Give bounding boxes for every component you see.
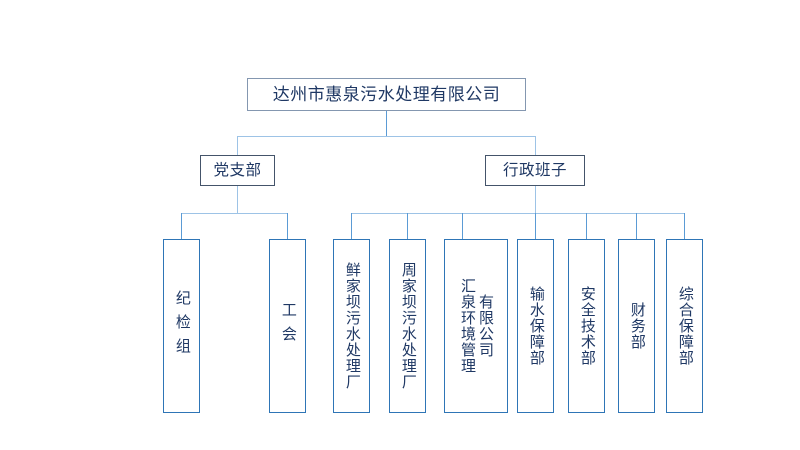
- org-node-discipline-inspection[interactable]: 纪检组: [163, 239, 200, 413]
- connector-admin-drop-3: [535, 213, 537, 239]
- connector-admin-drop-6: [684, 213, 686, 239]
- org-node-zhoujiaba-plant[interactable]: 周家坝污水处理厂: [389, 239, 426, 413]
- connector-admin-stem: [535, 186, 537, 214]
- org-node-huiquan-environment[interactable]: 汇泉环境管理 有限公司: [444, 239, 508, 413]
- org-node-safety-technology[interactable]: 安全技术部: [568, 239, 605, 413]
- connector-admin-drop-4: [586, 213, 588, 239]
- connector-level2-drop-right: [535, 136, 537, 156]
- org-node-water-transmission-label: 输水保障部: [527, 286, 545, 366]
- connector-admin-drop-5: [636, 213, 638, 239]
- connector-admin-drop-0: [351, 213, 353, 239]
- org-node-labor-union-label: 工会: [279, 302, 297, 350]
- org-node-xianjiaba-plant-label: 鲜家坝污水处理厂: [343, 262, 361, 390]
- org-node-general-support-label: 综合保障部: [676, 286, 694, 366]
- connector-party-bus: [181, 213, 288, 215]
- connector-party-drop-1: [287, 213, 289, 239]
- connector-admin-drop-2: [462, 213, 464, 239]
- connector-level2-bus: [237, 136, 536, 138]
- org-node-root[interactable]: 达州市惠泉污水处理有限公司: [247, 78, 526, 111]
- org-node-water-transmission[interactable]: 输水保障部: [517, 239, 554, 413]
- org-node-safety-technology-label: 安全技术部: [578, 286, 596, 366]
- org-node-finance-label: 财务部: [628, 302, 646, 350]
- org-node-finance[interactable]: 财务部: [618, 239, 655, 413]
- org-node-admin-team[interactable]: 行政班子: [485, 155, 585, 186]
- org-node-party-branch[interactable]: 党支部: [200, 155, 275, 186]
- connector-admin-bus: [351, 213, 685, 215]
- connector-party-stem: [237, 186, 239, 214]
- org-node-zhoujiaba-plant-label: 周家坝污水处理厂: [399, 262, 417, 390]
- connector-admin-drop-1: [407, 213, 409, 239]
- org-node-discipline-inspection-label: 纪检组: [173, 290, 191, 362]
- org-node-party-branch-label: 党支部: [213, 161, 262, 179]
- org-node-huiquan-environment-label-col1: 汇泉环境管理: [459, 278, 476, 374]
- org-node-general-support[interactable]: 综合保障部: [666, 239, 703, 413]
- org-node-root-label: 达州市惠泉污水处理有限公司: [272, 84, 501, 104]
- org-node-labor-union[interactable]: 工会: [269, 239, 306, 413]
- org-node-huiquan-environment-label-col2: 有限公司: [477, 294, 494, 358]
- org-node-admin-team-label: 行政班子: [502, 161, 567, 179]
- org-node-xianjiaba-plant[interactable]: 鲜家坝污水处理厂: [333, 239, 370, 413]
- connector-root-stem: [386, 111, 388, 137]
- connector-party-drop-0: [181, 213, 183, 239]
- connector-level2-drop-left: [237, 136, 239, 156]
